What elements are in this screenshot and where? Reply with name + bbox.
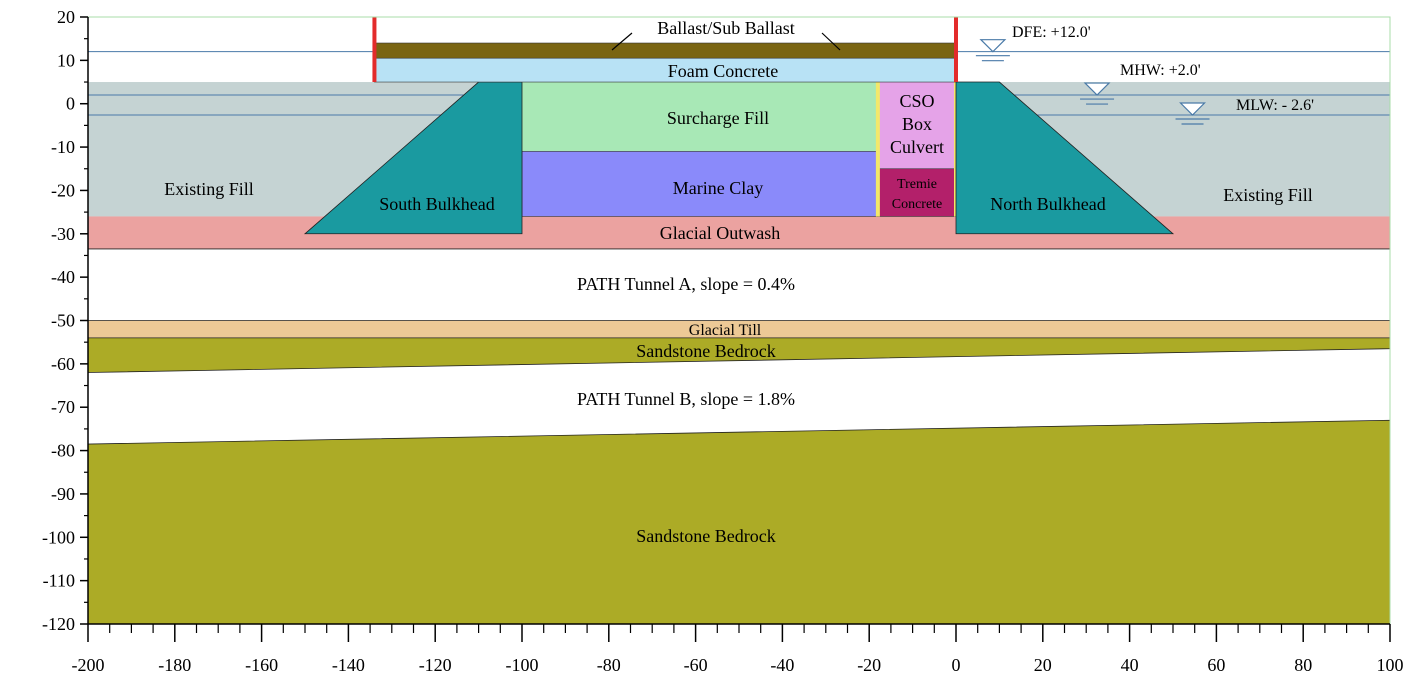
sandstone-upper-label: Sandstone Bedrock xyxy=(636,341,775,361)
water-symbol-2 xyxy=(1175,102,1210,125)
y-tick-label: -10 xyxy=(51,137,75,157)
surcharge-fill-label: Surcharge Fill xyxy=(667,108,769,128)
y-tick-label: 10 xyxy=(57,50,75,70)
x-tick-label: -100 xyxy=(506,655,539,675)
glacial-outwash-layer xyxy=(88,216,1390,249)
tunnel-b-label: PATH Tunnel B, slope = 1.8% xyxy=(577,389,795,409)
water-level-symbols xyxy=(975,39,1210,125)
y-tick-label: -70 xyxy=(51,397,75,417)
glacial-till-label: Glacial Till xyxy=(689,322,762,339)
tremie-label-line2: Concrete xyxy=(892,197,943,212)
water-symbol-0 xyxy=(975,39,1010,62)
cso-box-culvert xyxy=(877,82,956,169)
cso-label-line3: Culvert xyxy=(890,137,944,157)
surcharge-fill-block xyxy=(522,82,878,152)
foam-concrete-slab xyxy=(374,57,957,83)
x-tick-label: -20 xyxy=(857,655,881,675)
x-tick-label: -160 xyxy=(245,655,278,675)
y-tick-label: -30 xyxy=(51,224,75,244)
x-tick-label: -180 xyxy=(158,655,191,675)
south-bulkhead-label: South Bulkhead xyxy=(379,194,495,214)
glacial-till-layer xyxy=(88,320,1390,338)
y-tick-label: -90 xyxy=(51,484,75,504)
existing-fill-left-label: Existing Fill xyxy=(164,179,254,199)
x-tick-label: 20 xyxy=(1034,655,1052,675)
cso-label-line2: Box xyxy=(902,114,932,134)
y-tick-label: -20 xyxy=(51,180,75,200)
x-tick-label: -200 xyxy=(72,655,105,675)
y-axis: 20 10 0 -10 -20 -30 -40 -50 -60 -70 -80 -90 -100 -110… xyxy=(42,7,89,634)
ballast-layer xyxy=(374,42,957,59)
tremie-label-line1: Tremie xyxy=(897,177,937,192)
y-tick-label: -80 xyxy=(51,441,75,461)
tunnel-a-label: PATH Tunnel A, slope = 0.4% xyxy=(577,274,795,294)
y-tick-label: -50 xyxy=(51,311,75,331)
mhw-label: MHW: +2.0' xyxy=(1120,62,1201,79)
y-tick-label: -110 xyxy=(43,571,75,591)
existing-fill-right-label: Existing Fill xyxy=(1223,185,1313,205)
foam-concrete-label: Foam Concrete xyxy=(668,61,778,81)
dfe-label: DFE: +12.0' xyxy=(1012,24,1091,41)
cso-label-line1: CSO xyxy=(899,91,934,111)
x-tick-label: 80 xyxy=(1294,655,1312,675)
y-tick-label: 20 xyxy=(57,7,75,27)
y-tick-label: -40 xyxy=(51,267,75,287)
sandstone-lower-layer xyxy=(87,419,1391,625)
x-tick-label: 100 xyxy=(1377,655,1404,675)
y-tick-label: 0 xyxy=(66,94,75,114)
y-tick-label: -120 xyxy=(42,614,75,634)
sandstone-lower-label: Sandstone Bedrock xyxy=(636,526,775,546)
x-tick-label: -140 xyxy=(332,655,365,675)
x-tick-label: 60 xyxy=(1207,655,1225,675)
x-tick-label: -80 xyxy=(597,655,621,675)
water-symbol-1 xyxy=(1080,82,1115,105)
x-tick-label: 40 xyxy=(1121,655,1139,675)
y-tick-label: -60 xyxy=(51,354,75,374)
ballast-leader-left xyxy=(611,32,633,51)
y-tick-label: -100 xyxy=(42,527,75,547)
mlw-label: MLW: - 2.6' xyxy=(1236,97,1314,114)
x-tick-label: -60 xyxy=(684,655,708,675)
glacial-outwash-label: Glacial Outwash xyxy=(660,223,780,243)
x-tick-label: -120 xyxy=(419,655,452,675)
ballast-leader-right xyxy=(821,32,841,51)
x-tick-label: 0 xyxy=(952,655,961,675)
ballast-label: Ballast/Sub Ballast xyxy=(657,18,795,38)
north-bulkhead-label: North Bulkhead xyxy=(990,194,1105,214)
marine-clay-label: Marine Clay xyxy=(673,178,763,198)
x-tick-label: -40 xyxy=(770,655,794,675)
north-bulkhead xyxy=(955,81,1175,235)
marine-clay-block xyxy=(521,151,879,217)
